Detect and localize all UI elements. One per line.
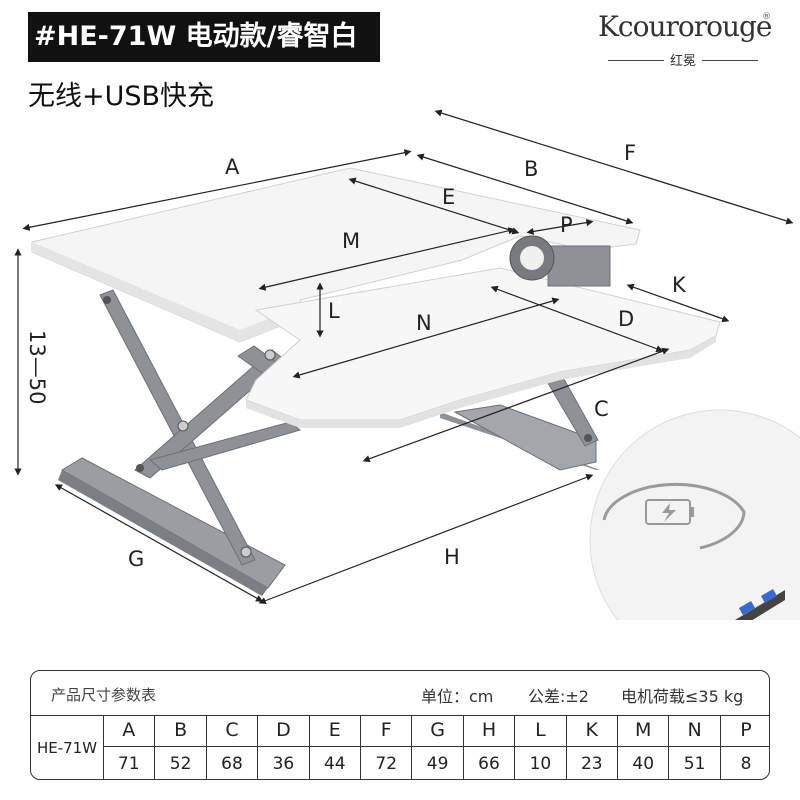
spec-model-cell: HE-71W [31, 715, 104, 779]
spec-value: 36 [272, 754, 295, 774]
spec-key: E [309, 715, 360, 747]
spec-unit: 单位：cm [421, 687, 494, 706]
spec-column: C 68 [205, 715, 258, 779]
spec-value: 23 [580, 754, 603, 774]
spec-key: A [103, 715, 155, 747]
dim-label-d: D [618, 307, 634, 331]
spec-key: B [155, 715, 206, 747]
spec-column: G 49 [411, 715, 463, 779]
feature-text: 无线+USB快充 [28, 81, 215, 112]
dim-label-m: M [342, 229, 360, 253]
spec-key: L [515, 715, 566, 747]
spec-value: 10 [529, 754, 552, 774]
brand-divider-right [702, 60, 758, 61]
wireless-charging-icon [645, 499, 694, 525]
spec-key: G [412, 715, 463, 747]
dim-label-a: A [225, 155, 240, 179]
spec-grid: A 71 B 52 C 68 D 36 E 44 F 72 G 49 H 66 [103, 715, 769, 779]
usb-port-icon [735, 589, 785, 620]
brand-registered-mark: ® [762, 12, 771, 22]
spec-value: 68 [221, 754, 243, 774]
spec-column: P 8 [719, 715, 769, 779]
dimension-lines [14, 109, 794, 605]
spec-value: 44 [323, 754, 346, 774]
spec-column: E 44 [308, 715, 360, 779]
spec-column: B 52 [154, 715, 206, 779]
spec-column: A 71 [103, 715, 155, 779]
spec-motor-load: 电机荷载≤35 kg [621, 687, 744, 706]
spec-value: 8 [740, 754, 752, 774]
spec-column: L 10 [514, 715, 566, 779]
spec-value: 49 [426, 754, 449, 774]
model-title-badge: #HE-71W 电动款/睿智白 [28, 12, 380, 62]
spec-value: 72 [375, 754, 398, 774]
dim-label-e: E [442, 185, 455, 209]
dim-label-h: H [444, 545, 460, 569]
spec-key: C [206, 715, 258, 747]
spec-key: P [720, 715, 769, 747]
spec-tolerance: 公差:±2 [528, 687, 589, 706]
spec-key: H [463, 715, 515, 747]
dim-label-height: 13—50 [25, 330, 49, 404]
brand-name: Kcourorouge [598, 10, 773, 43]
spec-key: M [618, 715, 669, 747]
dim-label-n: N [416, 311, 432, 335]
dim-label-p: P [560, 213, 573, 237]
spec-table: 产品尺寸参数表 单位：cm 公差:±2 电机荷载≤35 kg HE-71W A … [30, 670, 770, 780]
spec-column: K 23 [565, 715, 617, 779]
spec-value: 52 [169, 754, 192, 774]
spec-column: F 72 [360, 715, 412, 779]
spec-column: M 40 [617, 715, 669, 779]
dim-label-l: L [328, 299, 340, 323]
dim-label-b: B [524, 157, 538, 181]
charging-inset [589, 409, 800, 620]
control-knob[interactable] [509, 235, 611, 287]
spec-table-header: 产品尺寸参数表 单位：cm 公差:±2 电机荷载≤35 kg [31, 671, 769, 716]
spec-value: 71 [117, 754, 140, 774]
brand-divider-left [608, 60, 664, 61]
dim-label-f: F [624, 141, 636, 165]
spec-table-title: 产品尺寸参数表 [51, 686, 157, 704]
spec-column: D 36 [257, 715, 309, 779]
dim-label-c: C [594, 397, 609, 421]
spec-value: 66 [478, 754, 500, 774]
dim-label-g: G [128, 547, 144, 571]
desk-diagram: A B F E M P L N D K C H G 13—50 [14, 109, 800, 620]
spec-value: 40 [632, 754, 655, 774]
spec-key: D [258, 715, 309, 747]
spec-value: 51 [683, 754, 706, 774]
spec-key: F [361, 715, 412, 747]
brand-logo: Kcourorouge ® 红冕 [598, 8, 778, 72]
spec-column: N 51 [668, 715, 720, 779]
spec-key: K [566, 715, 617, 747]
brand-subtitle: 红冕 [669, 54, 696, 69]
dim-label-k: K [672, 273, 687, 297]
spec-key: N [669, 715, 720, 747]
spec-column: H 66 [462, 715, 515, 779]
